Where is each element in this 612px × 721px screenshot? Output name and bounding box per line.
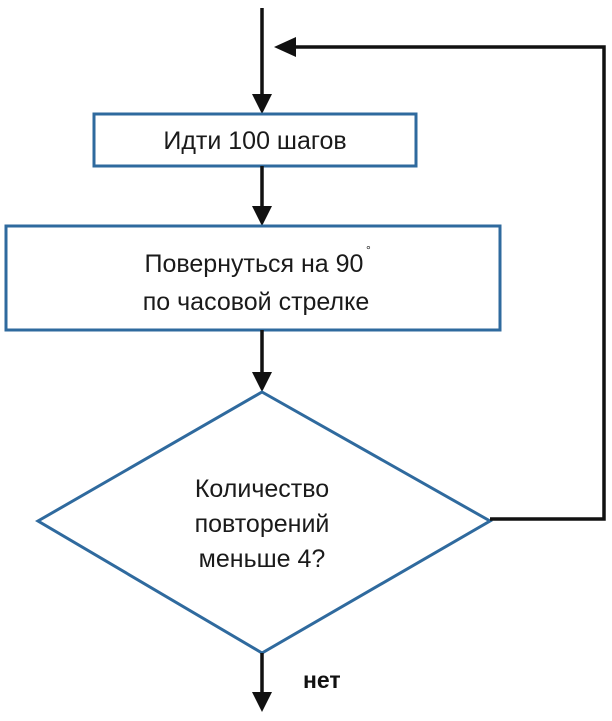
loop-back-path [296,45,606,521]
arrow-turn-to-decision-head [252,372,272,392]
arrow-walk-to-turn-head [252,206,272,226]
entry-arrowhead [252,94,272,114]
loop-back-arrowhead [274,37,296,57]
process-turn-line2: по часовой стрелке [143,288,369,316]
decision-line2: повторений [195,510,330,538]
process-box-turn [4,224,502,332]
decision-line1: Количество [195,475,329,503]
exit-label-no: нет [303,667,341,693]
decision-line3: меньше 4? [199,545,326,573]
exit-arrowhead [252,692,272,712]
process-turn-line1: Повернуться на 90 [145,250,364,278]
degree-mark: ° [366,243,371,257]
process-walk-label: Идти 100 шагов [163,127,346,155]
process-box-walk [92,112,418,168]
